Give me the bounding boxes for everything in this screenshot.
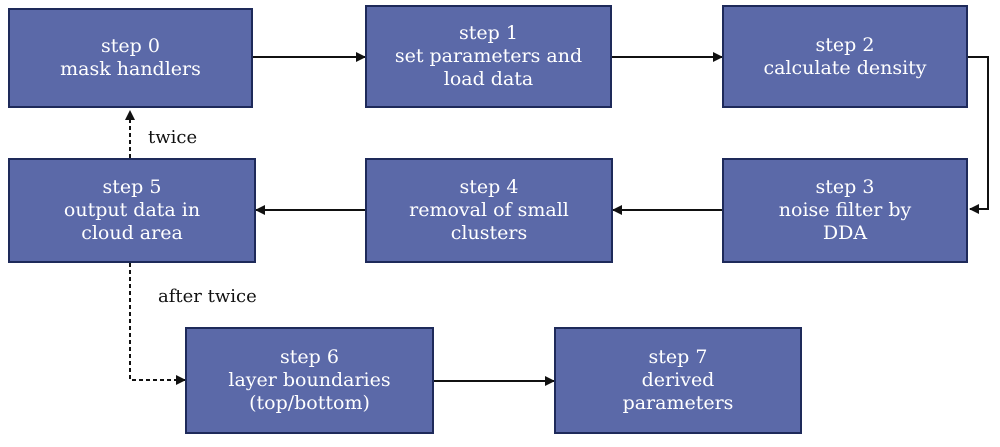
arrow-step2-to-step3 (968, 56, 989, 214)
step-3-text-line2: DDA (822, 222, 868, 244)
step-7-box: step 7 derived parameters (554, 327, 802, 434)
step-4-text-line1: removal of small (409, 199, 569, 221)
step-2-title: step 2 (815, 33, 875, 56)
step-1-text-line2: load data (443, 68, 534, 90)
step-2-box: step 2 calculate density (722, 5, 968, 108)
step-6-text-line1: layer boundaries (228, 369, 391, 391)
step-6-box: step 6 layer boundaries (top/bottom) (185, 327, 434, 434)
step-3-title: step 3 (815, 176, 875, 198)
step-4-box: step 4 removal of small clusters (365, 158, 613, 263)
step-7-text-line2: parameters (622, 392, 734, 414)
step-0-title: step 0 (101, 35, 160, 57)
step-3-box: step 3 noise filter by DDA (722, 158, 968, 263)
step-5-text-line2: cloud area (81, 222, 183, 244)
step-5-title: step 5 (102, 176, 162, 198)
step-3-text-line1: noise filter by (778, 199, 912, 221)
step-4-text-line2: clusters (450, 222, 528, 244)
after-twice-label: after twice (158, 286, 257, 307)
step-2-text: calculate density (763, 56, 927, 79)
step-4-title: step 4 (459, 176, 519, 198)
arrow-step5-to-step6-dashed (129, 263, 186, 385)
step-7-text-line1: derived (641, 369, 715, 391)
step-1-box: step 1 set parameters and load data (365, 5, 612, 108)
step-5-text-line1: output data in (63, 199, 201, 221)
step-1-title: step 1 (459, 22, 518, 44)
step-6-title: step 6 (280, 346, 339, 368)
step-1-text-line1: set parameters and (394, 45, 583, 67)
step-0-box: step 0 mask handlers (8, 8, 253, 108)
step-7-title: step 7 (648, 346, 708, 368)
step-6-text-line2: (top/bottom) (249, 392, 370, 414)
step-0-text: mask handlers (60, 58, 201, 80)
twice-label: twice (148, 127, 198, 148)
step-5-box: step 5 output data in cloud area (8, 158, 256, 263)
